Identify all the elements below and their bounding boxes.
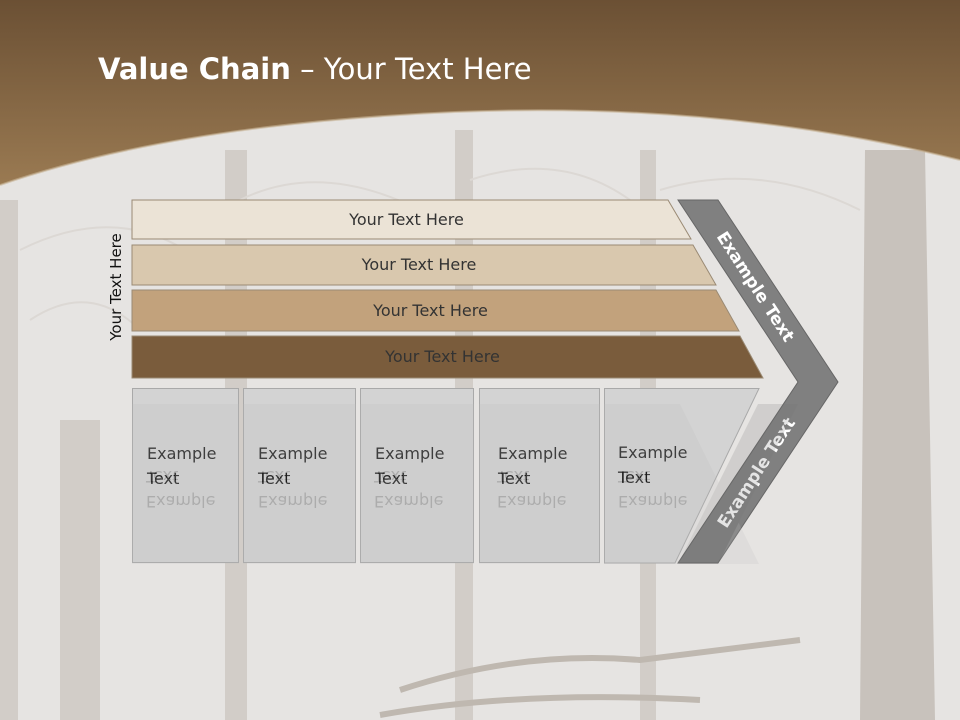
bench bbox=[379, 637, 801, 718]
box-1-line1: Example bbox=[147, 444, 217, 463]
side-label: Your Text Here bbox=[107, 233, 125, 341]
example-box-5 bbox=[604, 388, 760, 564]
bar-2-label: Your Text Here bbox=[361, 255, 477, 274]
bar-1 bbox=[131, 199, 692, 240]
bar-3-label: Your Text Here bbox=[373, 300, 488, 320]
bars-group bbox=[131, 199, 764, 379]
bar-3 bbox=[131, 289, 740, 332]
box-3-line1: Example bbox=[375, 444, 445, 463]
box-2-line2: Text bbox=[258, 469, 291, 488]
box-3-line2: Text bbox=[375, 469, 408, 488]
box-5-line2: Text bbox=[618, 468, 651, 487]
chevron-arrow bbox=[677, 199, 839, 564]
tree-branches bbox=[19, 167, 861, 331]
bar-2 bbox=[131, 244, 717, 286]
box-4-line1: Example bbox=[498, 444, 568, 463]
header-band bbox=[0, 0, 960, 185]
box-5-line1: Example bbox=[618, 443, 688, 462]
box-4-line2: Text bbox=[498, 469, 531, 488]
box-1-line2: Text bbox=[147, 469, 180, 488]
slide-title: Value Chain – Your Text Here bbox=[98, 52, 532, 86]
title-bold: Value Chain bbox=[98, 52, 291, 86]
bar-4 bbox=[131, 335, 764, 379]
bar-4-label: Your Text Here bbox=[385, 347, 500, 366]
title-rest: – Your Text Here bbox=[290, 52, 532, 86]
bar-1-label: Your Text Here bbox=[349, 209, 464, 229]
box-2-line1: Example bbox=[258, 444, 328, 463]
